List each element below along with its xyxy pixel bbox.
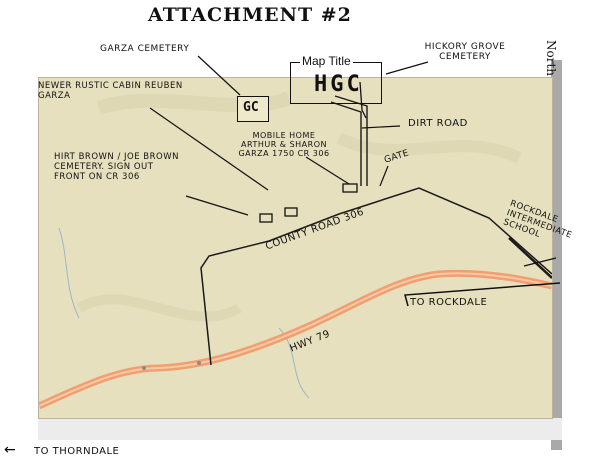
hgc-label: HGC xyxy=(314,72,363,97)
scan-bottom-strip xyxy=(38,418,562,440)
cabin-building-1 xyxy=(259,213,273,223)
hickory-grove-label: Hickory Grove Cemetery xyxy=(424,42,506,63)
newer-cabin-label: Newer Rustic Cabin Reuben Garza xyxy=(38,81,183,101)
mobile-home-building xyxy=(342,183,358,193)
highway-79-line xyxy=(39,269,552,410)
scan-side-strip xyxy=(551,60,562,450)
hirt-brown-label: Hirt Brown / Joe Brown Cemetery. Sign ou… xyxy=(54,152,179,182)
mobile-home-label: Mobile Home Arthur & Sharon Garza 1750 C… xyxy=(238,131,330,159)
topographic-map[interactable] xyxy=(38,77,553,419)
cabin-building-2 xyxy=(284,207,298,217)
dirt-road-label: Dirt Road xyxy=(408,118,468,129)
to-thorndale-label: To Thorndale xyxy=(34,446,120,457)
gc-label: GC xyxy=(243,100,259,115)
map-drawing xyxy=(39,91,552,410)
arrow-left-icon: ← xyxy=(4,442,16,458)
garza-cemetery-label: Garza Cemetery xyxy=(100,44,190,54)
county-road-306-line xyxy=(200,187,552,366)
north-label: North xyxy=(544,40,558,77)
attachment-title: Attachment #2 xyxy=(148,4,352,26)
map-title-label: Map Title xyxy=(300,54,353,68)
to-rockdale-label: To Rockdale xyxy=(410,297,488,308)
